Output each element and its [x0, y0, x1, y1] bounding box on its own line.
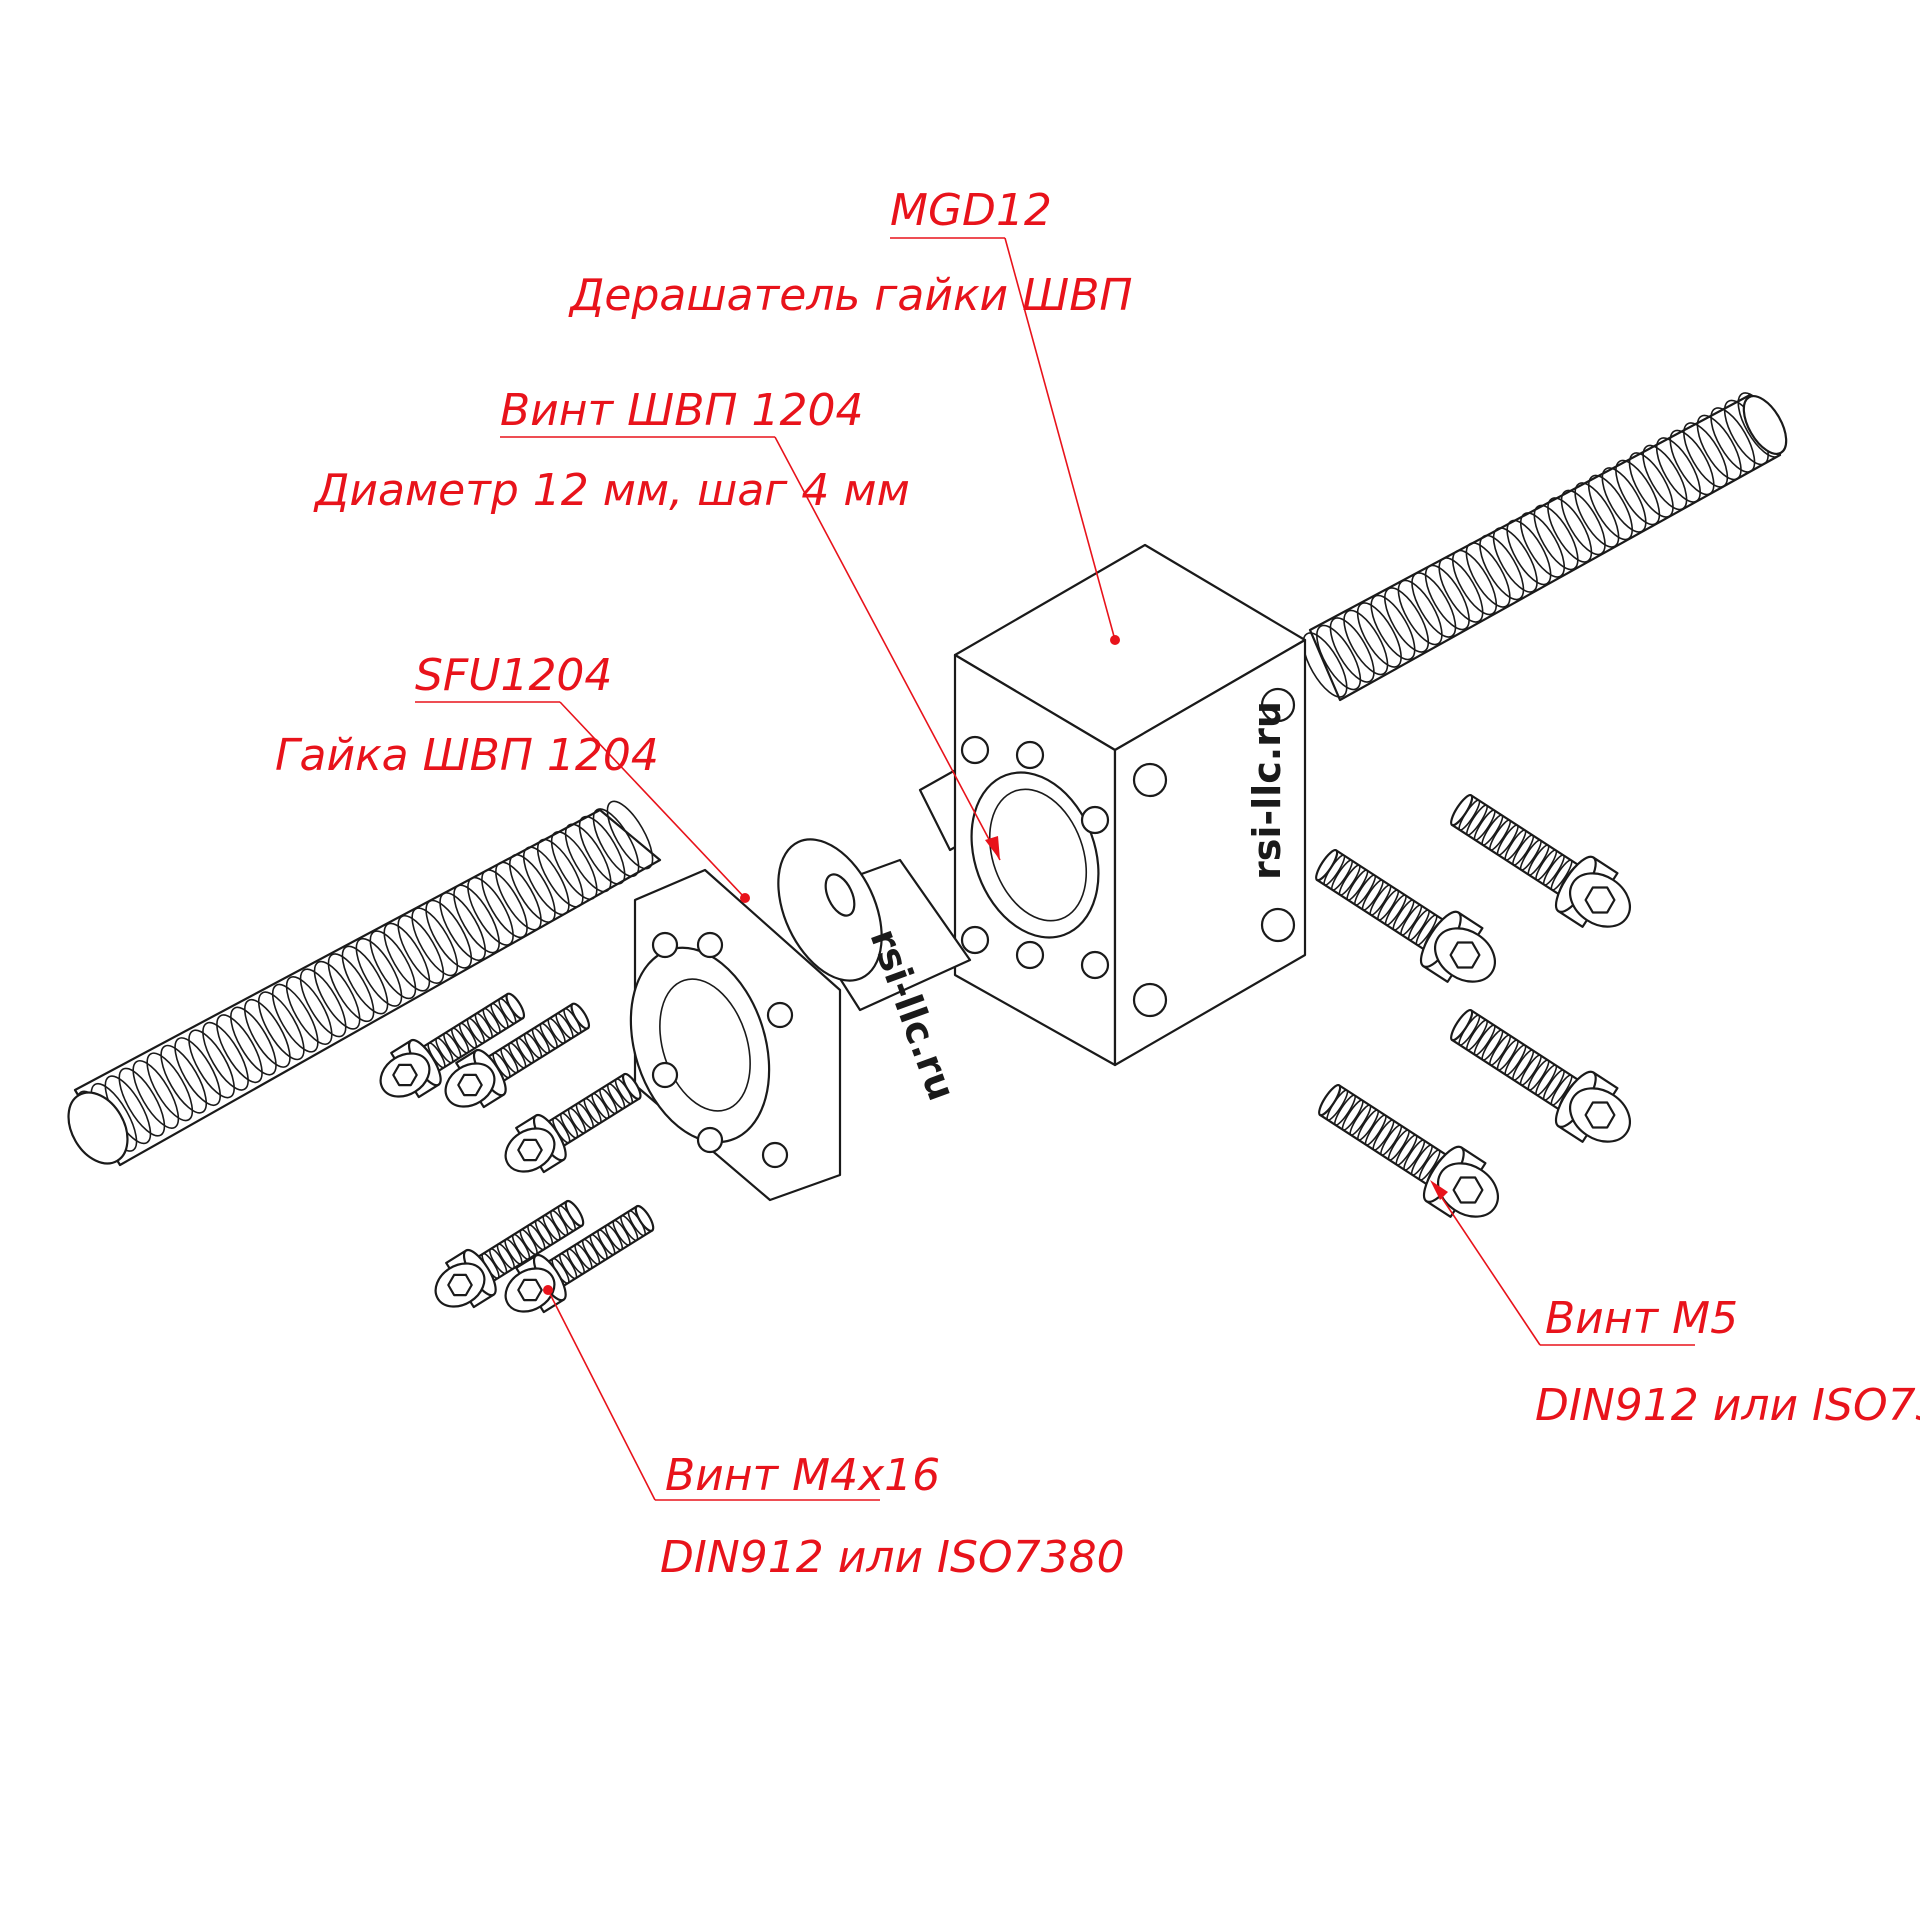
m4-screws	[379, 992, 655, 1314]
thread-ring	[118, 1067, 166, 1137]
thread-ring	[425, 899, 473, 969]
thread-ring	[1370, 594, 1416, 661]
thread-ring	[1574, 482, 1620, 548]
cap-screw	[379, 992, 526, 1099]
thread-ring	[1615, 459, 1661, 526]
thread-ring	[216, 1014, 263, 1084]
thread-ring	[397, 915, 445, 984]
thread-ring	[1452, 549, 1498, 616]
thread-ring	[411, 907, 459, 977]
thread-ring	[383, 922, 431, 992]
thread-ring	[1587, 474, 1633, 541]
thread-ring	[230, 1006, 277, 1076]
thread-ring	[299, 968, 347, 1038]
thread-ring	[1628, 452, 1674, 518]
thread-ring	[481, 869, 528, 939]
m5-screws	[1315, 794, 1631, 1218]
m4-code-label: Винт М4х16	[665, 1450, 940, 1501]
nut-desc-label: Гайка ШВП 1204	[275, 730, 659, 781]
thread-ring	[285, 976, 333, 1045]
cap-screw	[1450, 1009, 1631, 1143]
thread-ring	[592, 808, 640, 878]
thread-ring	[522, 846, 570, 916]
thread-ring	[1669, 429, 1715, 496]
thread-ring	[1479, 534, 1525, 601]
thread-ring	[1506, 519, 1552, 586]
thread-ring	[1696, 414, 1742, 481]
thread-ring	[509, 853, 556, 923]
thread-ring	[1519, 512, 1566, 578]
thread-ring	[1601, 467, 1647, 533]
nut-holder-block: rsi-llc.ru	[953, 543, 1307, 1067]
cap-screw	[504, 1072, 642, 1174]
thread-ring	[188, 1029, 235, 1099]
thread-ring	[1533, 504, 1579, 571]
thread-ring	[1316, 624, 1362, 691]
thread-ring	[1411, 572, 1457, 638]
thread-ring	[257, 991, 305, 1061]
thread-ring	[160, 1044, 208, 1114]
thread-ring	[355, 937, 403, 1007]
callout-screw: Винт ШВП 1204 Диаметр 12 мм, шаг 4 мм	[313, 385, 1001, 861]
thread-ring	[1329, 617, 1375, 683]
thread-ring	[1683, 422, 1729, 488]
callout-m5: Винт М5 DIN912 или ISO7380	[1430, 1180, 1920, 1431]
thread-ring	[1302, 632, 1348, 698]
holder-code-label: MGD12	[890, 185, 1052, 236]
nut-code-label: SFU1204	[415, 650, 612, 701]
thread-ring	[564, 823, 612, 893]
thread-ring	[1424, 564, 1470, 631]
thread-ring	[1384, 587, 1430, 653]
thread-ring	[439, 892, 486, 962]
thread-ring	[202, 1021, 249, 1091]
thread-ring	[174, 1037, 221, 1107]
thread-ring	[1642, 444, 1688, 511]
thread-ring	[550, 831, 598, 900]
cap-screw	[434, 1199, 585, 1309]
thread-ring	[341, 945, 389, 1015]
thread-ring	[1356, 602, 1402, 668]
thread-ring	[1655, 437, 1701, 503]
thread-ring	[327, 953, 375, 1023]
thread-ring	[313, 960, 361, 1030]
holder-engraving: rsi-llc.ru	[1245, 701, 1289, 880]
thread-ring	[536, 838, 584, 908]
thread-ring	[271, 983, 319, 1053]
thread-ring	[1492, 527, 1538, 593]
thread-ring	[1560, 489, 1606, 556]
thread-ring	[453, 884, 500, 954]
holder-side-face	[1113, 638, 1307, 1067]
thread-ring	[146, 1052, 194, 1122]
thread-ring	[1438, 557, 1484, 623]
thread-ring	[1465, 542, 1511, 608]
cap-screw	[1318, 1084, 1499, 1218]
thread-ring	[495, 861, 542, 931]
holder-desc-label: Дерашатель гайки ШВП	[568, 270, 1132, 321]
thread-ring	[1547, 497, 1593, 563]
ball-nut: rsi-llc.ru	[629, 838, 972, 1202]
callout-nut: SFU1204 Гайка ШВП 1204	[275, 650, 750, 903]
m5-code-label: Винт М5	[1545, 1293, 1738, 1344]
thread-ring	[578, 815, 626, 885]
cap-screw	[1450, 794, 1631, 928]
thread-ring	[1397, 579, 1443, 646]
thread-ring	[467, 876, 514, 946]
thread-ring	[369, 930, 417, 1000]
screw-desc-label: Диаметр 12 мм, шаг 4 мм	[313, 465, 910, 516]
callout-holder: MGD12 Дерашатель гайки ШВП	[568, 185, 1132, 645]
cap-screw	[1315, 849, 1496, 983]
screw-code-label: Винт ШВП 1204	[500, 385, 863, 436]
thread-ring	[132, 1060, 180, 1129]
thread-ring	[1343, 609, 1389, 676]
thread-ring	[606, 800, 654, 870]
thread-ring	[244, 998, 291, 1068]
m4-desc-label: DIN912 или ISO7380	[660, 1532, 1125, 1583]
callout-m4: Винт М4х16 DIN912 или ISO7380	[543, 1285, 1125, 1583]
cap-screw	[444, 1002, 591, 1109]
m5-desc-label: DIN912 или ISO7380	[1535, 1380, 1920, 1431]
thread-ring	[1710, 407, 1756, 473]
